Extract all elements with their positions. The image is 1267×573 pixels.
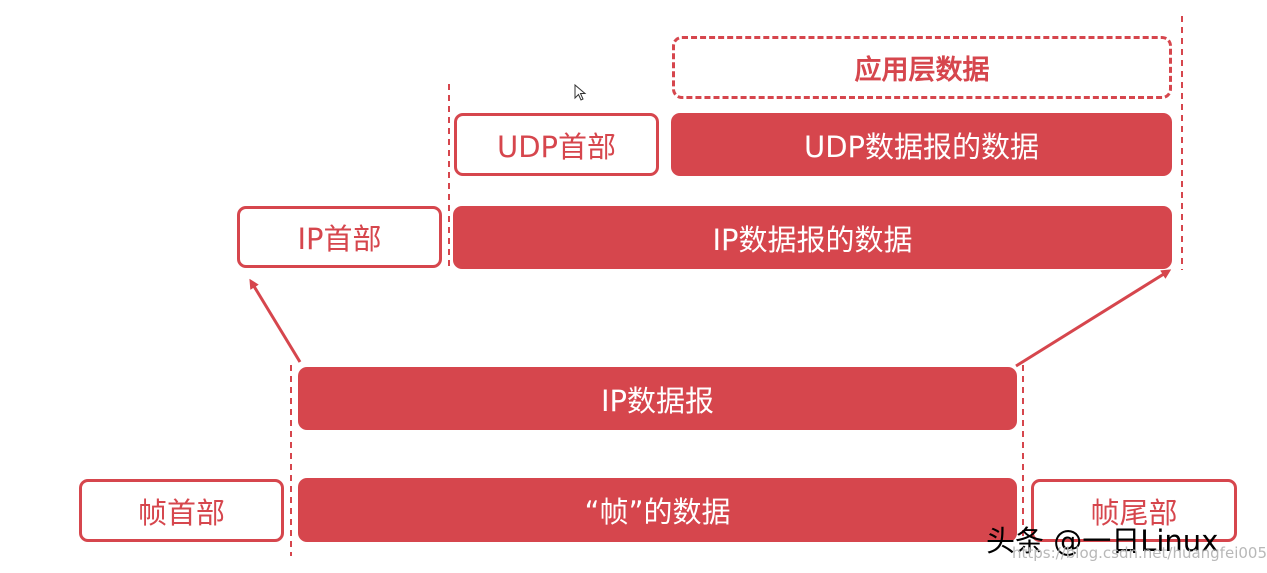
watermark-text: 头条 @一日Linux [986, 524, 1219, 558]
frame-data-label: “帧”的数据 [584, 495, 731, 529]
ip-datagram-label: IP数据报 [600, 383, 715, 418]
watermark-url: https://blog.csdn.net/huangfei005 [1012, 544, 1267, 562]
app-data-label: 应用层数据 [854, 55, 990, 86]
frame-trailer-label: 帧尾部 [1090, 495, 1178, 530]
frame-header-label: 帧首部 [137, 495, 225, 530]
udp-data-label: UDP数据报的数据 [803, 129, 1040, 164]
frame-header-box: 帧首部 [79, 479, 284, 542]
ip-data-label: IP数据报的数据 [712, 222, 913, 257]
ip-datagram-box: IP数据报 [298, 367, 1017, 430]
frame-data-box: “帧”的数据 [298, 478, 1017, 542]
arrow-to-ip-data [1015, 269, 1172, 368]
mouse-pointer-icon [574, 83, 587, 101]
app-data-box: 应用层数据 [672, 36, 1172, 99]
arrow-to-ip-header [249, 278, 302, 363]
udp-data-box: UDP数据报的数据 [671, 113, 1172, 176]
ip-data-box: IP数据报的数据 [453, 206, 1172, 269]
ip-header-box: IP首部 [237, 206, 442, 268]
ip-header-label: IP首部 [297, 222, 382, 256]
udp-header-label: UDP首部 [496, 129, 617, 164]
frame-trailer-box: 帧尾部 [1031, 479, 1237, 542]
udp-header-box: UDP首部 [454, 113, 659, 176]
